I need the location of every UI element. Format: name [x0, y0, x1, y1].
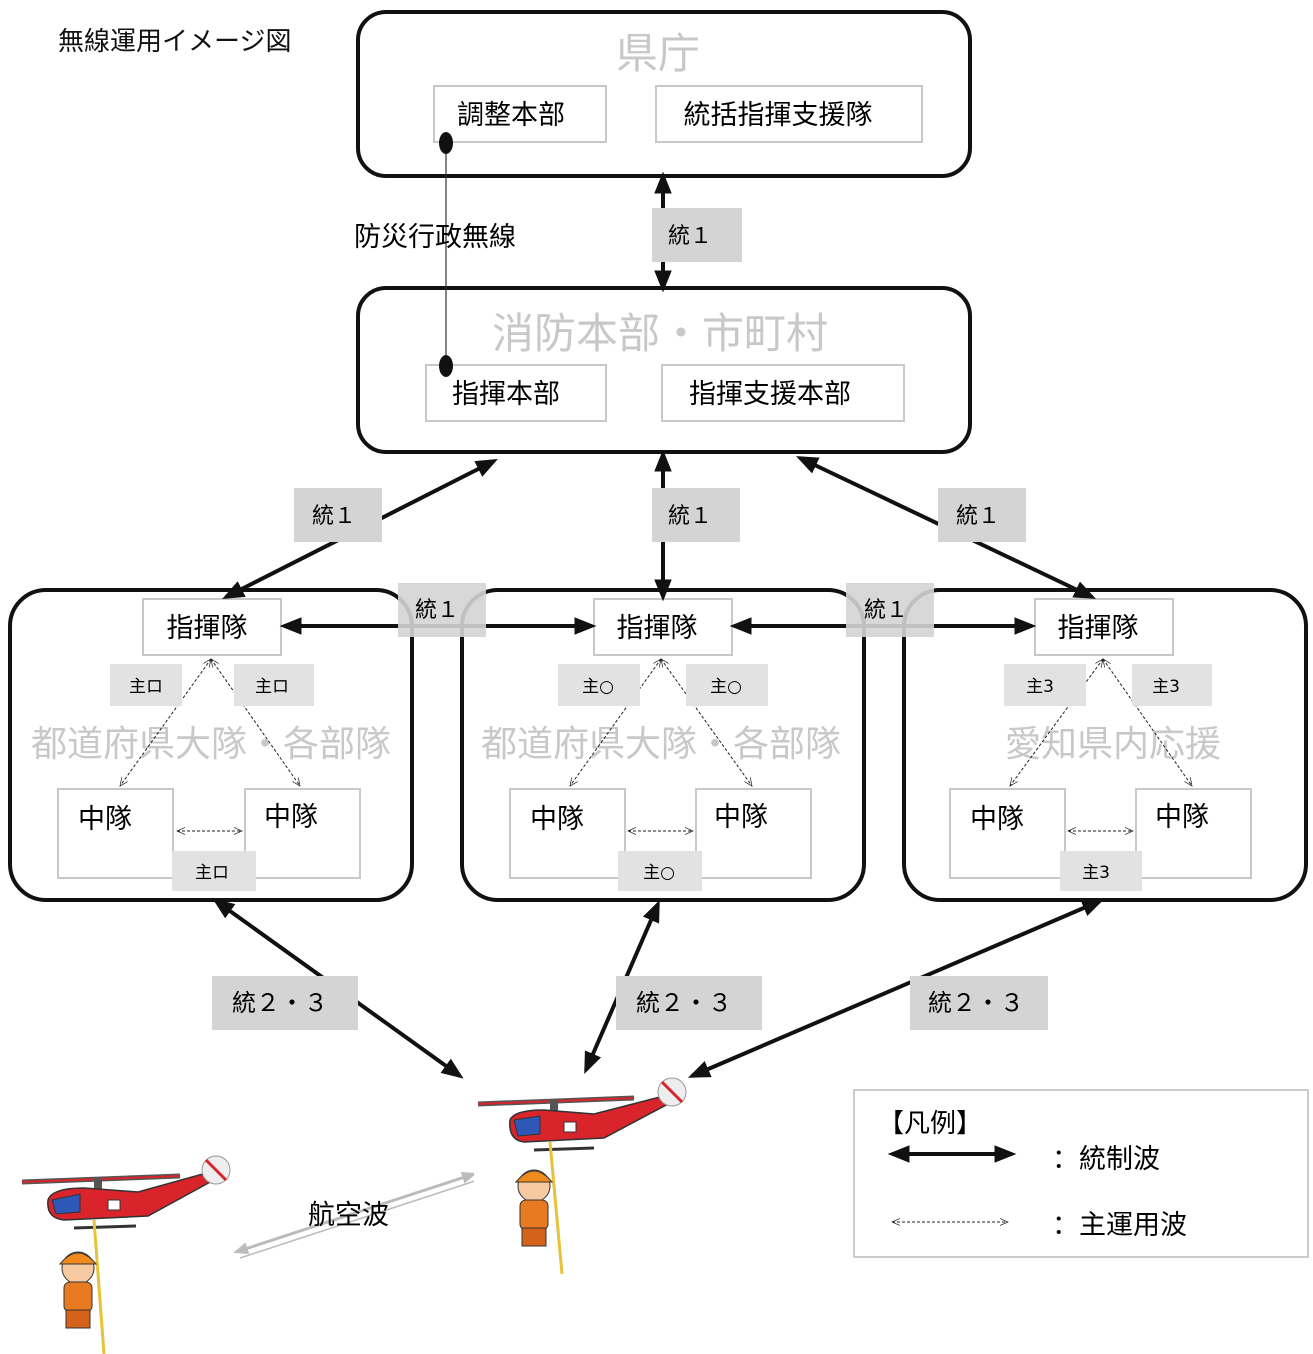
main-wave-arrow: [211, 659, 300, 786]
channel-tag-text: 主ロ: [195, 863, 229, 883]
general-command-support-box: 統括指揮支援隊: [655, 85, 923, 143]
legend-title: 【凡例】: [878, 1109, 982, 1139]
main-wave-arrow: [661, 659, 752, 786]
command-team-box: 指揮隊: [1034, 598, 1174, 656]
channel-tag: 主○: [558, 664, 640, 706]
toitsu1-tag: 統１: [938, 488, 1026, 542]
company-label: 中隊: [78, 804, 132, 835]
fire-hq-title: 消防本部・市町村: [492, 309, 828, 358]
rescue-helicopter-illustration: [474, 1074, 687, 1275]
unit-group-3: 愛知県内応援 指揮隊 中隊 中隊 主3 主3 主3: [902, 588, 1308, 902]
command-team-label: 指揮隊: [1058, 613, 1139, 644]
company-box-left: 中隊: [57, 788, 174, 879]
channel-tag-text: 主3: [1026, 677, 1054, 697]
toitsu23-tag: 統２・３: [616, 976, 762, 1030]
prefecture-title: 県庁: [616, 29, 700, 78]
disaster-radio-link: 防災行政無線: [354, 132, 516, 377]
company-label: 中隊: [714, 802, 768, 833]
coordination-hq-box: 調整本部: [433, 85, 607, 143]
legend-main-label: ：主運用波: [1052, 1210, 1187, 1241]
unit-group-title: 都道府県大隊・各部隊: [481, 724, 841, 765]
legend: 【凡例】 ：統制波 ：主運用波: [853, 1089, 1309, 1258]
toitsu23-tag: 統２・３: [212, 976, 358, 1030]
command-hq-label: 指揮本部: [452, 379, 560, 410]
command-team-label: 指揮隊: [167, 613, 248, 644]
toitsu1-tag-text: 統１: [864, 598, 908, 623]
command-team-box: 指揮隊: [142, 598, 282, 656]
unit-group-1: 都道府県大隊・各部隊 指揮隊 中隊 中隊 主ロ 主ロ 主ロ: [8, 588, 414, 902]
command-team-box: 指揮隊: [593, 598, 733, 656]
company-box-right: 中隊: [1135, 788, 1252, 879]
channel-tag: 主ロ: [234, 664, 314, 706]
toitsu1-tag: 統１: [294, 488, 382, 542]
main-wave-arrow: [1103, 659, 1192, 786]
fire-hq-node: 消防本部・市町村 指揮本部 指揮支援本部: [356, 286, 972, 454]
company-box-left: 中隊: [509, 788, 626, 879]
toitsu1-tag: 統１: [652, 488, 740, 542]
main-wave-arrow: [570, 659, 661, 786]
channel-tag-text: 主ロ: [255, 677, 289, 697]
unit-group-title: 都道府県大隊・各部隊: [31, 724, 391, 765]
toitsu23-tag-text: 統２・３: [232, 989, 328, 1017]
company-label: 中隊: [970, 804, 1024, 835]
control-arrow-unit3-heli: [687, 899, 1105, 1078]
control-wave-arrows: [212, 171, 1105, 1079]
diagram-caption: 無線運用イメージ図: [58, 27, 291, 57]
general-command-support-label: 統括指揮支援隊: [684, 100, 873, 131]
toitsu1-tag-text: 統１: [956, 504, 1000, 529]
toitsu23-tag: 統２・３: [910, 976, 1048, 1030]
channel-tag-text: 主3: [1152, 677, 1180, 697]
toitsu1-tag: 統１: [652, 208, 742, 262]
channel-tag: 主ロ: [172, 851, 256, 891]
toitsu1-tag-text: 統１: [668, 504, 712, 529]
toitsu1-tag-text: 統１: [415, 598, 459, 623]
channel-tag-text: 主ロ: [129, 677, 163, 697]
disaster-radio-label: 防災行政無線: [354, 222, 516, 253]
coordination-hq-label: 調整本部: [457, 100, 565, 131]
channel-tag-text: 主○: [710, 677, 742, 697]
command-support-hq-box: 指揮支援本部: [661, 364, 905, 422]
toitsu23-tag-text: 統２・３: [636, 989, 732, 1017]
main-wave-arrow: [1010, 659, 1103, 786]
aviation-wave-label: 航空波: [308, 1200, 389, 1231]
toitsu1-tag-text: 統１: [668, 224, 712, 249]
channel-tag: 主○: [618, 851, 702, 891]
company-box-right: 中隊: [695, 788, 812, 879]
toitsu1-tag: 統１: [398, 583, 486, 637]
channel-tag-text: 主○: [582, 677, 614, 697]
main-wave-arrow: [120, 659, 211, 786]
prefecture-node: 県庁 調整本部 統括指揮支援隊: [356, 10, 972, 178]
unit-group-2: 都道府県大隊・各部隊 指揮隊 中隊 中隊 主○ 主○ 主○: [460, 588, 866, 902]
toitsu1-tag-text: 統１: [312, 504, 356, 529]
channel-tag-text: 主○: [643, 863, 675, 883]
channel-tag: 主○: [686, 664, 768, 706]
channel-tag: 主3: [1060, 851, 1142, 891]
company-label: 中隊: [264, 802, 318, 833]
toitsu23-tag-text: 統２・３: [928, 989, 1024, 1017]
channel-tag: 主3: [1132, 664, 1212, 706]
command-support-hq-label: 指揮支援本部: [689, 379, 851, 410]
company-box-right: 中隊: [244, 788, 361, 879]
command-team-label: 指揮隊: [617, 613, 698, 644]
toitsu1-tag: 統１: [846, 583, 934, 637]
channel-tag: 主3: [1004, 664, 1086, 706]
company-box-left: 中隊: [949, 788, 1066, 879]
unit-group-title: 愛知県内応援: [1005, 724, 1221, 765]
company-label: 中隊: [1155, 802, 1209, 833]
channel-tag-text: 主3: [1082, 863, 1110, 883]
company-label: 中隊: [530, 804, 584, 835]
channel-tag: 主ロ: [110, 664, 182, 706]
command-hq-box: 指揮本部: [425, 364, 607, 422]
aviation-wave-link: 航空波: [233, 1172, 479, 1259]
legend-control-label: ：統制波: [1052, 1144, 1160, 1175]
rescue-helicopter-illustration: [18, 1150, 232, 1354]
